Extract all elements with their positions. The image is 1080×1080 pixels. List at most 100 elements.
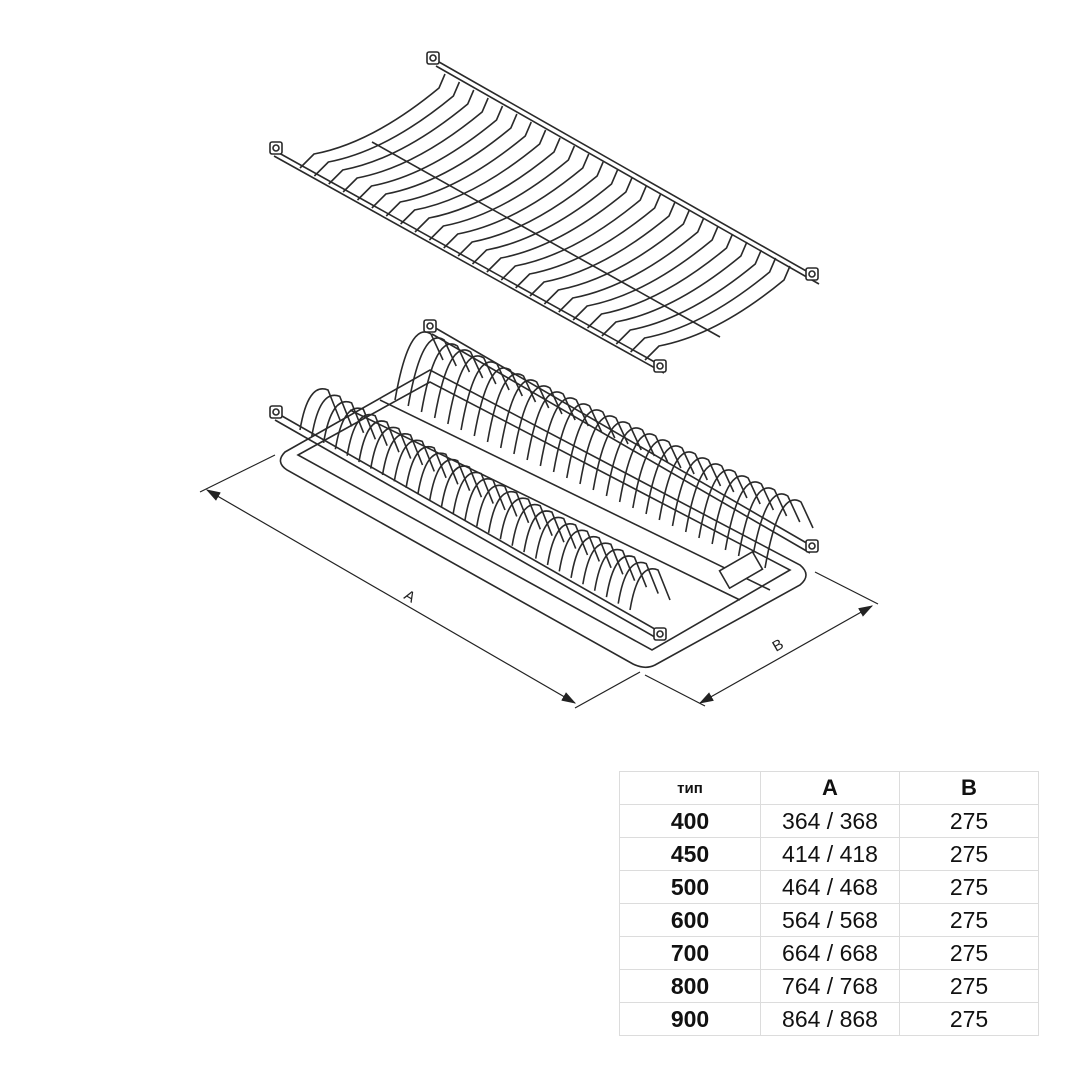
cup-wire [473, 367, 524, 437]
cup-wire [513, 385, 563, 455]
wire [457, 161, 604, 257]
wire [486, 177, 633, 273]
wire [328, 89, 475, 185]
dimensions-table: тип A B 400 364 / 368 275 450 414 / 418 … [619, 771, 1039, 1036]
cup-wire [711, 475, 761, 545]
wire [500, 185, 647, 281]
plate-wire [381, 433, 424, 476]
table-row: 500 464 / 468 275 [619, 870, 1039, 904]
rail-end-cap-hole [656, 630, 664, 638]
table-row: 800 764 / 768 275 [619, 969, 1039, 1003]
header-type: тип [619, 771, 761, 805]
table-row: 700 664 / 668 275 [619, 936, 1039, 970]
plate-wire [629, 568, 671, 611]
cell-type: 500 [619, 870, 761, 904]
wire [515, 193, 662, 289]
cup-wire [420, 343, 471, 413]
cell-b: 275 [899, 804, 1039, 838]
table-row: 900 864 / 868 275 [619, 1002, 1039, 1036]
cup-wire [658, 451, 709, 521]
wire [601, 241, 748, 337]
dimension-a-line [205, 489, 577, 704]
plate-wire [310, 394, 353, 437]
cup-wire [460, 361, 510, 431]
front-rail [269, 147, 661, 366]
cell-type: 450 [619, 837, 761, 871]
plate-wire [605, 555, 648, 598]
wire [299, 73, 446, 169]
cell-type: 400 [619, 804, 761, 838]
wire [356, 105, 504, 201]
cup-wire [724, 481, 775, 551]
plate-wire [393, 439, 436, 482]
cup-wire [565, 409, 616, 479]
wire [572, 225, 719, 321]
cell-type: 800 [619, 969, 761, 1003]
cell-b: 275 [899, 870, 1039, 904]
plate-wire [358, 420, 400, 463]
cup-wire [539, 397, 590, 467]
table-row: 400 364 / 368 275 [619, 804, 1039, 838]
header-b: B [899, 771, 1039, 805]
plate-wire [617, 561, 659, 604]
cup-wire [632, 439, 682, 509]
dimension-b-line [698, 605, 874, 704]
dimension-b-label: B [770, 636, 787, 656]
wire [342, 97, 489, 193]
cell-a: 764 / 768 [760, 969, 900, 1003]
cup-wire [737, 487, 788, 557]
cell-b: 275 [899, 837, 1039, 871]
cup-wire [552, 403, 603, 473]
cup-wire [499, 379, 550, 449]
wire [414, 137, 561, 233]
cell-a: 364 / 368 [760, 804, 900, 838]
dimension-lines [199, 454, 879, 709]
dish-rack-drawing: A B [199, 51, 879, 709]
wire [529, 201, 676, 297]
cell-b: 275 [899, 936, 1039, 970]
wire [615, 249, 762, 345]
plate-wire [346, 413, 388, 456]
cell-a: 664 / 668 [760, 936, 900, 970]
plate-wire [582, 542, 624, 585]
cell-b: 275 [899, 903, 1039, 937]
cell-type: 900 [619, 1002, 761, 1036]
rail-end-cap-hole [272, 408, 280, 416]
wire [313, 81, 461, 177]
rail-end-cap-hole [429, 54, 437, 62]
wire [428, 145, 576, 241]
cell-type: 600 [619, 903, 761, 937]
cup-wire [645, 445, 695, 515]
cup-wire [698, 469, 748, 539]
cup-wire [671, 457, 722, 527]
cell-a: 414 / 418 [760, 837, 900, 871]
rail-end-cap-hole [272, 144, 280, 152]
header-a: A [760, 771, 900, 805]
cup-wire [684, 463, 735, 533]
cup-wire [526, 391, 576, 461]
cup-wire [486, 373, 537, 443]
plate-wire [593, 548, 636, 591]
wire [586, 233, 734, 329]
wire [558, 217, 705, 313]
rail-end-cap-hole [426, 322, 434, 330]
brand-plate [718, 550, 764, 590]
rail-end-cap-hole [808, 542, 816, 550]
table-header-row: тип A B [619, 771, 1039, 805]
cell-b: 275 [899, 1002, 1039, 1036]
upper-plate-rack [269, 51, 820, 374]
cup-wire [394, 331, 444, 401]
table-row: 450 414 / 418 275 [619, 837, 1039, 871]
rail-end-cap-hole [656, 362, 664, 370]
plate-wire [417, 452, 459, 495]
lower-dish-rack [269, 319, 819, 669]
cup-wire [750, 493, 801, 563]
plate-wire [334, 407, 377, 450]
wire [385, 121, 532, 217]
cup-wire [579, 415, 629, 485]
cup-wire [447, 355, 497, 425]
plate-wire [299, 388, 341, 431]
cell-a: 864 / 868 [760, 1002, 900, 1036]
middle-rail [371, 141, 721, 338]
cell-b: 275 [899, 969, 1039, 1003]
